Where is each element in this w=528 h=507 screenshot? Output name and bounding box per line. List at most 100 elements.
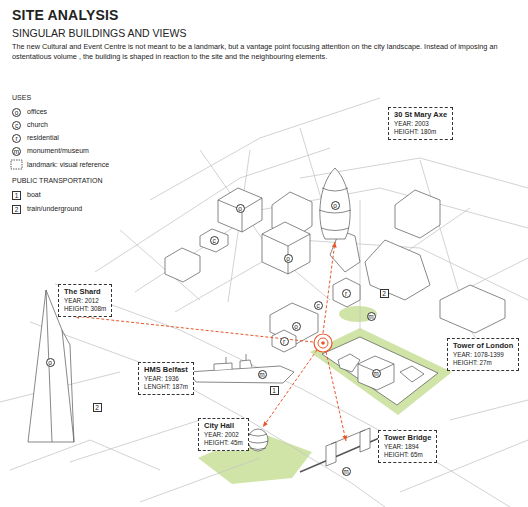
use-marker: c bbox=[210, 236, 219, 245]
use-marker: o bbox=[292, 322, 301, 331]
building bbox=[333, 278, 360, 307]
legend-symbol: r bbox=[12, 134, 21, 143]
river-bank bbox=[55, 284, 510, 507]
legend-symbol: 1 bbox=[12, 191, 21, 200]
building bbox=[395, 190, 440, 238]
building-edge bbox=[262, 234, 310, 246]
ship-deck bbox=[214, 354, 252, 370]
view-lines bbox=[74, 242, 346, 441]
building bbox=[338, 354, 360, 372]
landmark-name: Tower Bridge bbox=[384, 433, 431, 443]
subtitle: SINGULAR BUILDINGS AND VIEWS bbox=[12, 27, 186, 39]
transport-marker: 1 bbox=[270, 386, 279, 395]
view-arrow bbox=[323, 242, 335, 333]
landmark-fact: YEAR: 1894 bbox=[384, 443, 431, 451]
building bbox=[200, 229, 228, 252]
legend-entry: offices bbox=[27, 107, 47, 117]
landmark-name: The Shard bbox=[64, 287, 106, 297]
tower-wall bbox=[322, 337, 438, 405]
gherkin bbox=[320, 168, 350, 239]
legend-entry: landmark: visual reference bbox=[27, 160, 109, 170]
use-marker: m bbox=[258, 370, 267, 379]
use-marker: m bbox=[372, 369, 381, 378]
landmark-name: 30 St Mary Axe bbox=[394, 110, 447, 120]
transport-marker: 2 bbox=[380, 289, 389, 298]
use-marker: m bbox=[342, 467, 351, 476]
target-ring bbox=[314, 334, 332, 352]
landmark-fact: YEAR: 2012 bbox=[64, 297, 106, 305]
intro-text: The new Cultural and Event Centre is not… bbox=[12, 42, 517, 61]
building bbox=[218, 188, 262, 232]
building bbox=[262, 222, 310, 274]
street-network bbox=[0, 98, 528, 507]
legend-entry: residential bbox=[27, 133, 59, 143]
page-title: SITE ANALYSIS bbox=[12, 7, 119, 23]
view-arrow bbox=[74, 316, 313, 342]
street bbox=[120, 230, 200, 300]
street bbox=[200, 150, 330, 300]
ship-hull bbox=[188, 366, 294, 383]
use-marker: r bbox=[280, 337, 289, 346]
shard-facet bbox=[62, 330, 74, 442]
landmark-callout: Tower BridgeYEAR: 1894HEIGHT: 65m bbox=[378, 430, 437, 463]
use-marker: o bbox=[236, 204, 245, 213]
use-marker: o bbox=[331, 201, 340, 210]
legend-entry: church bbox=[27, 120, 48, 130]
city-hall-line bbox=[248, 434, 268, 450]
landmark-fact: LENGHT: 187m bbox=[144, 383, 188, 391]
building bbox=[400, 366, 424, 382]
landmark-fact: HEIGHT: 180m bbox=[394, 128, 447, 136]
use-marker: r bbox=[342, 289, 351, 298]
street bbox=[135, 188, 528, 292]
landmark-name: City Hall bbox=[204, 421, 243, 431]
use-marker: o bbox=[284, 254, 293, 263]
legend-symbol: m bbox=[12, 147, 21, 156]
street bbox=[140, 458, 260, 502]
use-marker: c bbox=[314, 301, 323, 310]
landmark-fact: YEAR: 1936 bbox=[144, 375, 188, 383]
street bbox=[360, 200, 361, 330]
target-ring bbox=[318, 338, 328, 348]
transport-marker: 2 bbox=[93, 403, 102, 412]
green-areas bbox=[198, 306, 452, 484]
landmark-fact: HEIGHT: 45m bbox=[204, 439, 243, 447]
bridge-walkway bbox=[331, 430, 365, 444]
legend-entry: train/underground bbox=[27, 204, 82, 214]
legend-entry: monument/museum bbox=[27, 146, 89, 156]
legend-landmark-sample bbox=[11, 160, 22, 169]
site-target bbox=[314, 334, 332, 352]
landmark-callout: The ShardYEAR: 2012HEIGHT: 308m bbox=[58, 284, 112, 317]
building bbox=[440, 285, 505, 333]
landmark-name: HMS Belfast bbox=[144, 365, 188, 375]
landmark-fact: YEAR: 1078-1399 bbox=[453, 351, 513, 359]
use-marker: o bbox=[46, 358, 55, 367]
white-tower bbox=[358, 356, 394, 390]
landmark-callout: Tower of LondonYEAR: 1078-1399HEIGHT: 27… bbox=[447, 338, 519, 371]
street bbox=[70, 420, 200, 462]
landmark-fact: YEAR: 2003 bbox=[394, 120, 447, 128]
tower-moat bbox=[310, 328, 452, 415]
legend-heading: USES bbox=[12, 94, 31, 101]
landmark-callout: HMS BelfastYEAR: 1936LENGHT: 187m bbox=[138, 362, 194, 395]
landmark-callout: City HallYEAR: 2002HEIGHT: 45m bbox=[198, 418, 249, 451]
legend-entry: boat bbox=[27, 190, 41, 200]
legend-symbol: c bbox=[12, 121, 21, 130]
landmark-fact: HEIGHT: 27m bbox=[453, 359, 513, 367]
legend-symbol: 2 bbox=[12, 205, 21, 214]
target-dot bbox=[321, 341, 325, 345]
view-arrow bbox=[263, 350, 317, 427]
legend-heading: PUBLIC TRANSPORTATION bbox=[12, 177, 103, 184]
street bbox=[10, 440, 160, 470]
landmark-callout: 30 St Mary AxeYEAR: 2003HEIGHT: 180m bbox=[388, 107, 453, 140]
landmark-name: Tower of London bbox=[453, 341, 513, 351]
street bbox=[450, 400, 528, 420]
park bbox=[339, 306, 377, 322]
view-arrow bbox=[326, 352, 346, 441]
building bbox=[365, 240, 430, 300]
landmark-fact: YEAR: 2002 bbox=[204, 431, 243, 439]
legend-symbol: o bbox=[12, 108, 21, 117]
landmark-fact: HEIGHT: 308m bbox=[64, 305, 106, 313]
building bbox=[165, 248, 200, 282]
